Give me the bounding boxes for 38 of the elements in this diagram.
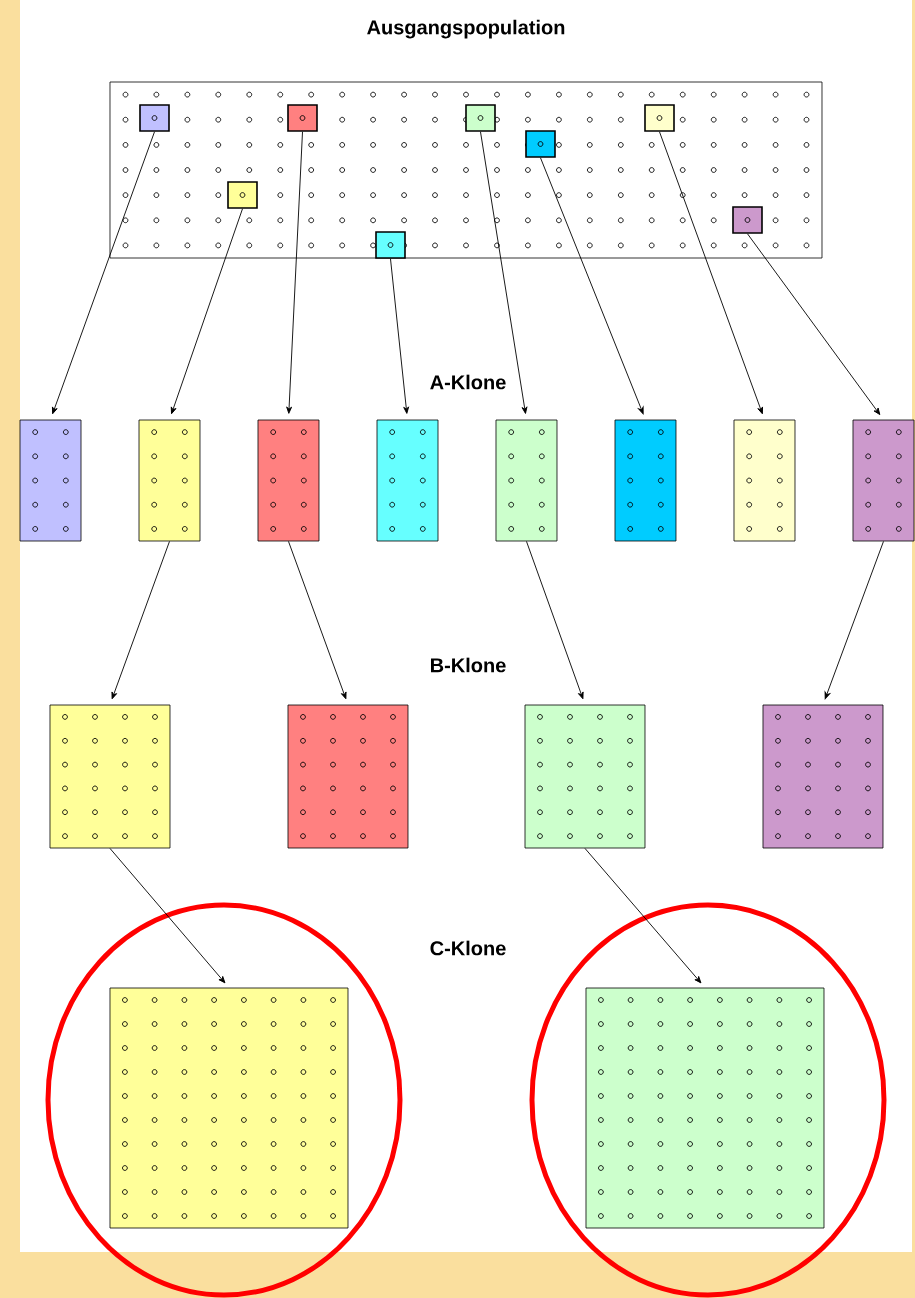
- selected-cell: [375, 231, 406, 259]
- arrow: [390, 258, 410, 414]
- arrow: [824, 540, 884, 700]
- clone-box: [138, 419, 201, 542]
- arrow: [526, 540, 584, 700]
- population-box: Ausgangspopulation: [109, 19, 823, 259]
- clone-box: [495, 419, 558, 542]
- clone-box: [19, 419, 82, 542]
- arrow: [747, 233, 881, 415]
- arrow: [111, 540, 170, 700]
- clone-box: [49, 704, 171, 849]
- clone-box: [762, 704, 884, 849]
- clone-box: [852, 419, 915, 542]
- selected-cell: [465, 104, 496, 132]
- arrow: [659, 131, 763, 415]
- clone-box: [585, 987, 825, 1229]
- selected-cell: [287, 104, 318, 132]
- clone-box: [733, 419, 796, 542]
- clone-box: [376, 419, 439, 542]
- selected-cell: [732, 206, 763, 234]
- arrow: [540, 157, 644, 415]
- arrow: [170, 208, 243, 415]
- arrow: [52, 131, 155, 415]
- selected-cell: [139, 104, 170, 132]
- selected-cell: [644, 104, 675, 132]
- arrow: [584, 847, 702, 984]
- node-label: Ausgangspopulation: [367, 19, 565, 39]
- arrow: [109, 847, 226, 984]
- clone-box: [109, 987, 349, 1229]
- arrow: [286, 131, 303, 414]
- clone-box: [614, 419, 677, 542]
- selected-cell: [525, 130, 556, 158]
- clone-box: [524, 704, 646, 849]
- clone-box: [287, 704, 409, 849]
- selected-cell: [227, 181, 258, 209]
- arrow: [288, 540, 347, 700]
- clone-box: [257, 419, 320, 542]
- arrow: [480, 131, 528, 414]
